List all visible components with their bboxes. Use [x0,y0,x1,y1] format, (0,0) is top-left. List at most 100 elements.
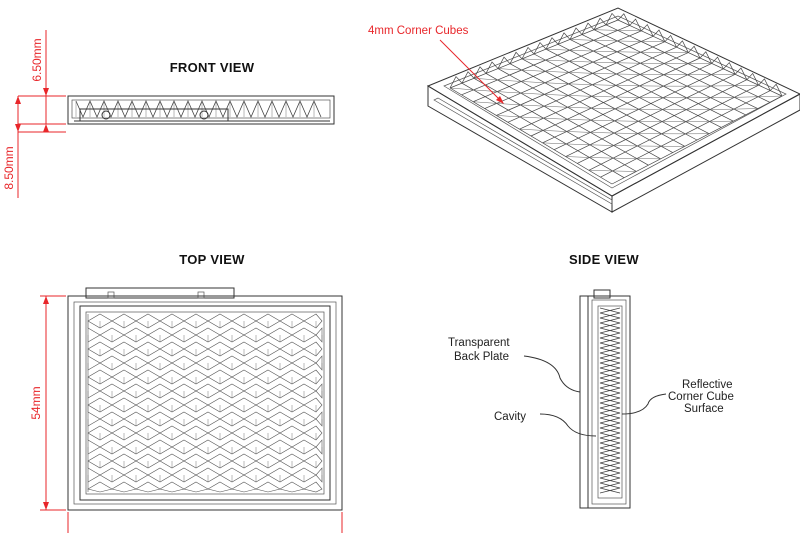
dim54-arrow-bottom [43,502,49,510]
iso-facet-line [565,156,590,158]
iso-facet-line [543,117,568,120]
dim-arrow-upper-2 [43,124,49,132]
side-view-back-plate [579,295,589,509]
iso-facet-line [545,71,569,73]
dim-arrow-lower-2 [15,124,21,132]
top-view: TOP VIEW 54mm [29,252,343,533]
iso-side-face [611,93,800,213]
iso-facet-line [473,101,497,104]
top-cube-cell [111,481,137,493]
iso-grid-line-b [542,63,712,144]
back-plate-label-2: Back Plate [454,351,509,363]
side-view-body [587,295,631,509]
side-view-tab [593,289,611,299]
iso-grid-line-b [565,73,736,157]
iso-facet-line [593,40,618,42]
corner-cubes-leader [439,39,501,101]
iso-facet-line [569,49,594,52]
front-view: FRONT VIEW 6.50mm 8.50mm [2,30,335,198]
iso-grid-line-a [569,39,734,122]
top-cube-cell [87,327,101,343]
iso-peak-right [652,29,666,42]
iso-facet-line [543,105,568,108]
iso-facet-line [592,84,616,86]
top-cube-cell [231,481,257,493]
iso-cube-grid [449,12,783,185]
side-view-title: SIDE VIEW [569,252,639,267]
dim54-arrow-top [43,296,49,304]
iso-peak-left [497,56,511,69]
iso-facet-line [591,107,616,110]
iso-facet-line [497,91,521,94]
iso-peak-left [581,22,595,35]
iso-facet-line [568,95,592,97]
iso-peak-right [758,78,771,91]
iso-peak-right [746,72,759,86]
top-cube-cell [303,453,323,469]
iso-peak-left [569,27,583,40]
side-view-cube-profile [599,307,621,494]
corner-cubes-arrow [496,96,504,104]
iso-peak-right [688,45,701,59]
cavity-label: Cavity [494,411,526,423]
top-cube-cell [159,481,185,493]
iso-facet-line [758,95,783,98]
front-view-body [67,95,335,125]
top-cube-cell [303,369,323,385]
iso-peak-left [521,46,535,60]
top-cube-cell [207,481,233,493]
top-view-tab-notch-right [197,291,205,299]
iso-facet-line [566,131,591,133]
iso-facet-line [568,72,593,74]
iso-facet-line [734,96,759,98]
top-cube-cell [87,439,101,455]
iso-facet-line [497,79,522,82]
reflective-label-3: Surface [684,403,724,415]
side-view: SIDE VIEW Transparent Back Plate Cavity … [448,252,734,509]
reflective-leader [621,393,667,415]
iso-peak-left [509,51,523,64]
top-cube-cell [303,341,323,357]
iso-facet-line [497,68,522,71]
top-view-cube-pattern [87,313,323,493]
back-plate-label-1: Transparent [448,337,510,349]
top-cube-cell [87,355,101,371]
top-cube-cell [279,481,305,493]
dim54-label: 54mm [29,386,43,419]
iso-facet-line [593,50,618,53]
iso-facet-line [545,59,570,62]
iso-grid-line-a [545,48,710,135]
iso-facet-line [542,142,567,145]
iso-grid-line-b [611,95,783,185]
iso-facet-line [590,132,615,134]
iso-facet-line [592,61,617,64]
iso-facet-line [521,58,546,61]
iso-facet-line [449,87,474,91]
isometric-view: 4mm Corner Cubes [368,7,800,213]
iso-grid-line-a [593,29,758,109]
top-cube-cell [87,481,113,493]
iso-peak-right [770,83,783,97]
iso-peak-right [641,23,654,37]
iso-facet-line [521,69,546,72]
top-cube-cell [315,327,323,343]
top-cube-cell [315,383,323,399]
iso-peak-right [734,67,748,80]
dim-arrow-upper [43,88,49,96]
iso-peak-left [605,12,619,26]
side-view-cube-column [597,305,623,499]
iso-front-lip [433,97,613,205]
iso-peak-right [664,34,677,48]
iso-facet-line [591,96,616,98]
iso-facet-line [544,82,569,85]
top-cube-cell [315,467,323,483]
front-view-tab [79,108,229,122]
iso-facet-line [520,104,545,107]
top-cube-cell [315,411,323,427]
top-cube-cell [303,481,323,493]
cavity-leader [539,413,597,437]
iso-inner-rim [443,15,787,189]
iso-facet-line [566,143,590,146]
top-cube-cell [315,439,323,455]
